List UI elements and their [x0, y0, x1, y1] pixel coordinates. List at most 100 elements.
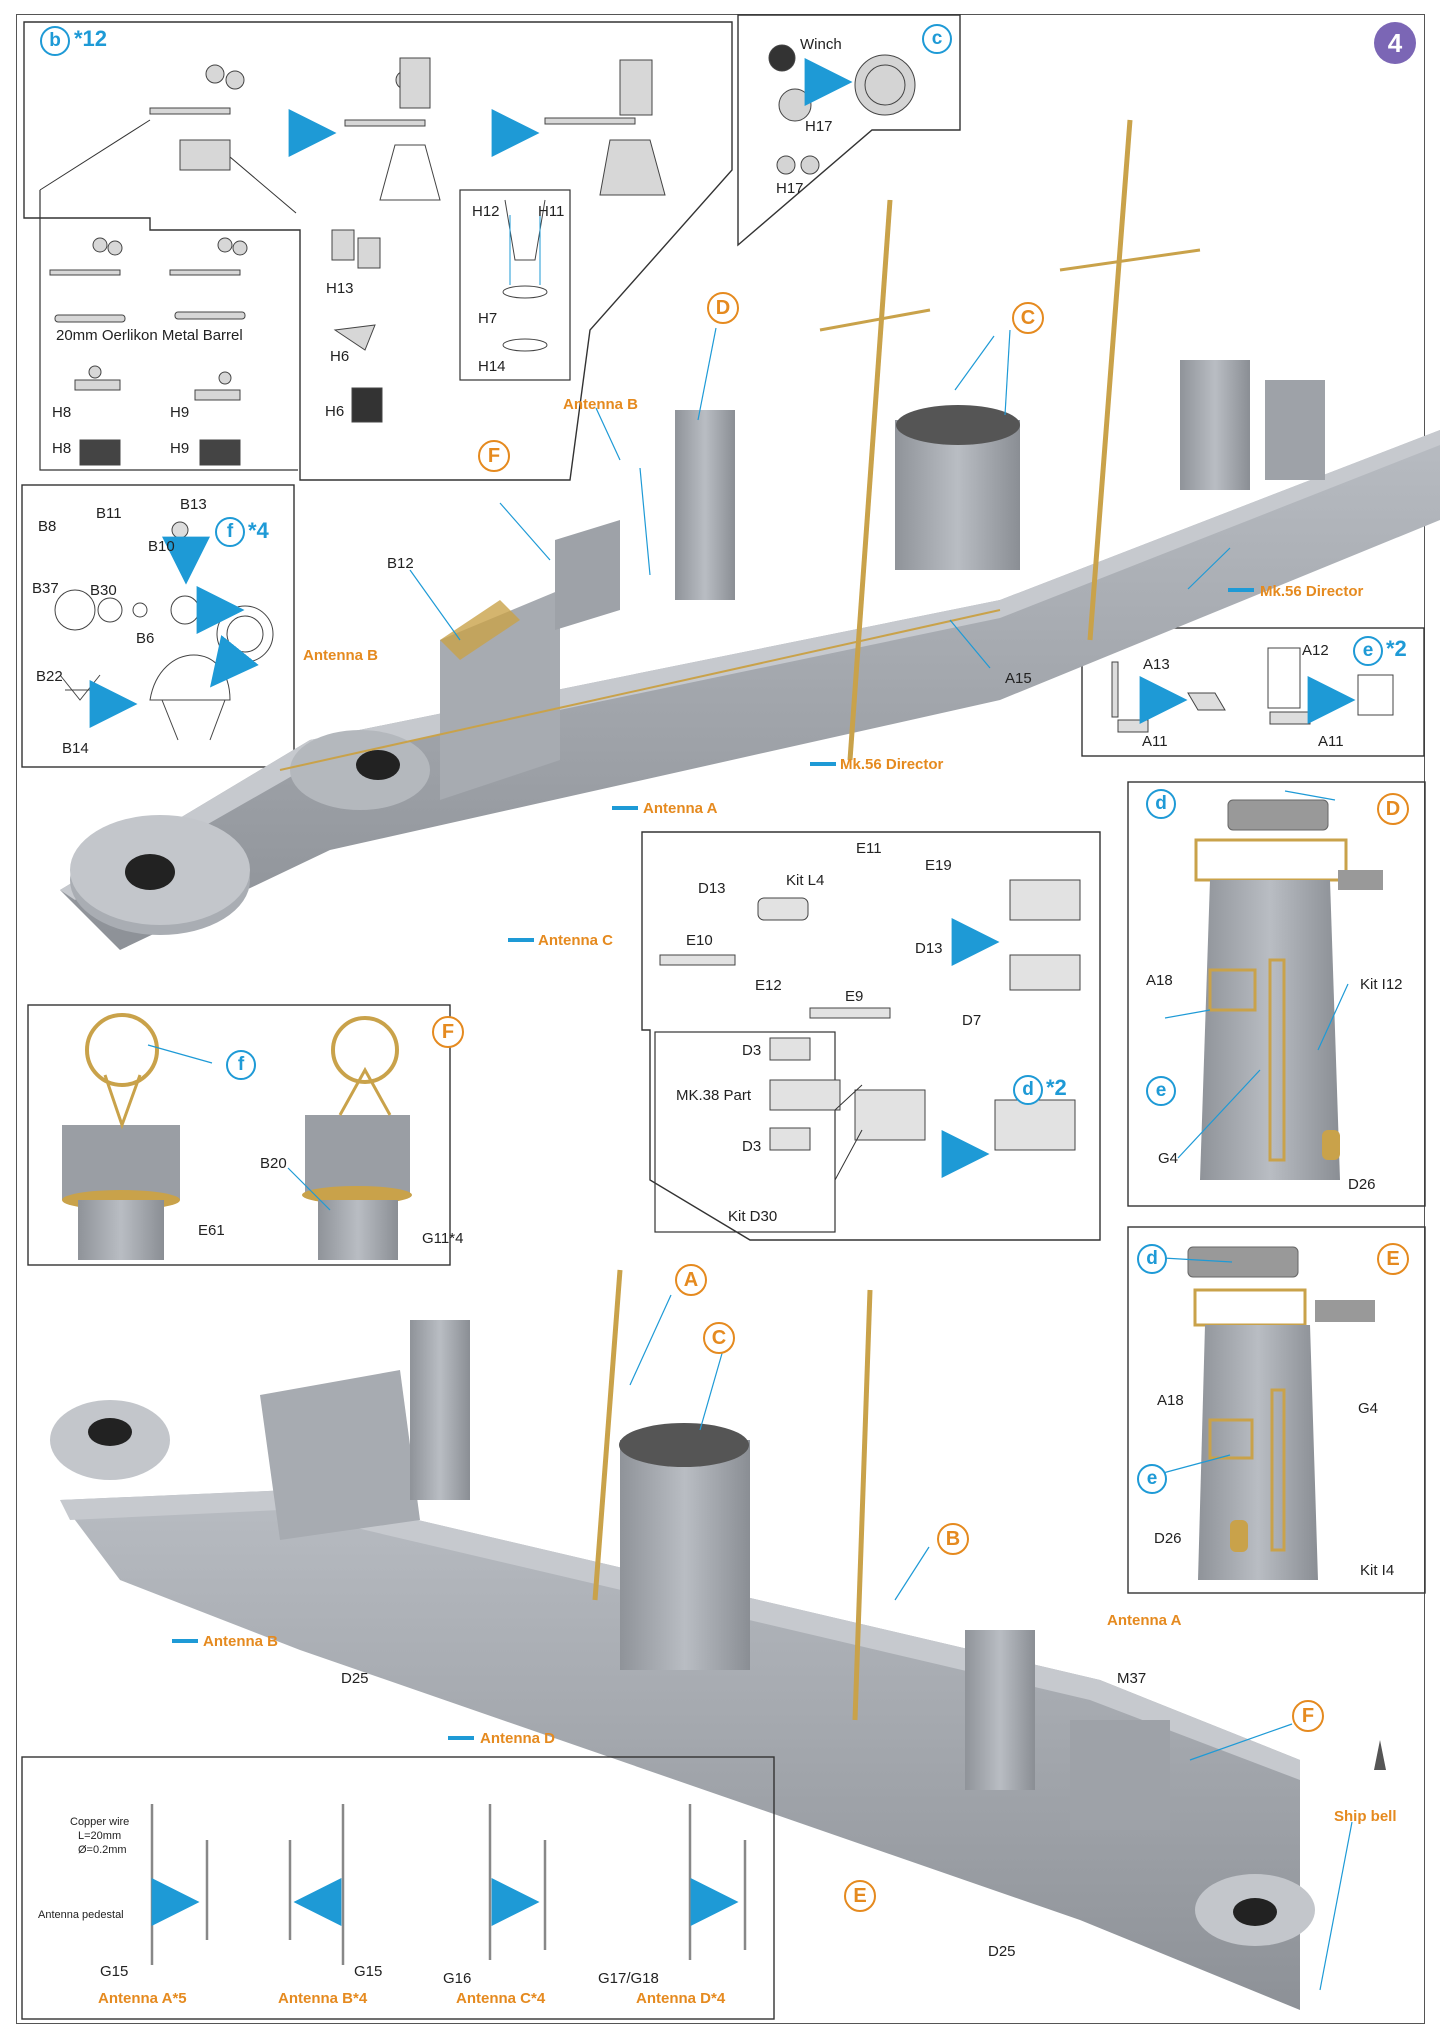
callout-F-top: F: [478, 440, 510, 472]
panel-d-sub: [654, 1031, 836, 1233]
copper-wire-diameter: Ø=0.2mm: [78, 1844, 127, 1856]
part-label: A12: [1302, 642, 1329, 659]
antenna-panel-frame: [21, 1756, 775, 2020]
part-label: D25: [341, 1670, 369, 1687]
part-label: E10: [686, 932, 713, 949]
part-label: E19: [925, 857, 952, 874]
callout-e-sub: e: [1146, 1076, 1176, 1106]
pedestal-label: Antenna pedestal: [38, 1909, 124, 1921]
callout-E-big: E: [1377, 1243, 1409, 1275]
part-label: D13: [915, 940, 943, 957]
step-number-badge: 4: [1374, 22, 1416, 64]
antenna-label: Antenna A: [643, 800, 718, 817]
part-label: A18: [1157, 1392, 1184, 1409]
director-label: Mk.56 Director: [1260, 583, 1364, 600]
part-label: M37: [1117, 1670, 1147, 1687]
director-tower-D: [1194, 799, 1383, 1180]
antenna-title: Antenna B*4: [278, 1990, 368, 2007]
oerlikon-gun-1: [149, 64, 245, 171]
part-label: H8: [52, 440, 72, 457]
part-label: Kit I12: [1360, 976, 1403, 993]
antenna-label: Antenna D: [480, 1730, 555, 1747]
part-label: E9: [845, 988, 864, 1005]
panel-e-frame: [1081, 627, 1425, 757]
part-label: G15: [100, 1963, 129, 1980]
leader-lines: [147, 327, 1353, 1991]
antenna-label: Antenna B: [203, 1633, 278, 1650]
part-label: B22: [36, 668, 63, 685]
panel-d-multiplier: *2: [1046, 1075, 1067, 1100]
part-label: A11: [1142, 733, 1168, 750]
mk38-parts: [659, 879, 1081, 1151]
part-label: E12: [755, 977, 782, 994]
panel-f-multiplier: *4: [248, 518, 269, 543]
part-label: H8: [52, 404, 72, 421]
part-label: H7: [478, 310, 498, 327]
callout-b: b: [40, 26, 70, 56]
winch-parts: [768, 44, 916, 175]
part-label: D25: [988, 1943, 1016, 1960]
part-label: H12: [472, 203, 500, 220]
part-label: G11*4: [422, 1230, 464, 1247]
panel-c-frame: [737, 14, 961, 247]
part-label: H17: [776, 180, 804, 197]
antenna-wires: [150, 1804, 747, 1965]
part-label: A18: [1146, 972, 1173, 989]
radar-director-photo-1: [62, 1013, 180, 1260]
part-label: H17: [805, 118, 833, 135]
part-label: D26: [1154, 1530, 1182, 1547]
part-label: Kit L4: [786, 872, 825, 889]
panel-D-frame: [1127, 781, 1426, 1207]
part-label: Kit D30: [728, 1208, 778, 1225]
radar-parts: [54, 521, 274, 741]
callout-B: B: [937, 1523, 969, 1555]
part-label: MK.38 Part: [676, 1087, 752, 1104]
part-label: D13: [698, 880, 726, 897]
part-label: B6: [136, 630, 155, 647]
callout-d-sub: d: [1146, 789, 1176, 819]
part-label: H9: [170, 440, 190, 457]
part-label: D7: [962, 1012, 982, 1029]
ship-bell-icon: [1374, 1740, 1386, 1770]
callout-D-big: D: [1377, 793, 1409, 825]
panel-F-frame: [27, 1004, 451, 1266]
part-label: D3: [742, 1138, 762, 1155]
top-ship-model: [60, 119, 1440, 950]
part-label: B10: [148, 538, 175, 555]
part-label: D26: [1348, 1176, 1376, 1193]
panel-d-frame: [641, 831, 1101, 1241]
part-label: G17/G18: [598, 1970, 659, 1987]
part-label: D3: [742, 1042, 762, 1059]
callout-F: F: [432, 1016, 464, 1048]
callout-d-sub-2: d: [1137, 1244, 1167, 1274]
part-label: G16: [443, 1970, 472, 1987]
part-label: G4: [1158, 1150, 1179, 1167]
callout-f: f: [215, 517, 245, 547]
panel-b-multiplier: *12: [74, 26, 108, 51]
barrel-label: 20mm Oerlikon Metal Barrel: [56, 327, 243, 344]
part-label: B13: [180, 496, 207, 513]
part-label: H6: [330, 348, 350, 365]
callout-D: D: [707, 292, 739, 324]
stand-parts: [502, 199, 548, 352]
oerlikon-gun-3: [544, 59, 666, 196]
callout-e: e: [1353, 636, 1383, 666]
part-label: B11: [96, 505, 122, 522]
part-label: E11: [856, 840, 882, 857]
director-tower-E: [1187, 1246, 1375, 1580]
copper-wire-length: L=20mm: [78, 1830, 122, 1842]
part-label: G15: [354, 1963, 383, 1980]
winch-label: Winch: [800, 36, 842, 53]
part-label: H11: [538, 203, 565, 220]
panel-b-sub1: [39, 190, 298, 471]
part-label: Kit I4: [1360, 1562, 1395, 1579]
double-arrows: [172, 588, 1254, 1740]
callout-d: d: [1013, 1075, 1043, 1105]
antenna-label: Antenna B: [563, 396, 638, 413]
radar-director-photo-2: [302, 1016, 412, 1260]
part-label: B20: [260, 1155, 287, 1172]
panel-E-frame: [1127, 1226, 1426, 1594]
copper-wire-label: Copper wire: [70, 1816, 130, 1828]
antenna-title: Antenna C*4: [456, 1990, 546, 2007]
panel-f-frame: [21, 484, 295, 768]
